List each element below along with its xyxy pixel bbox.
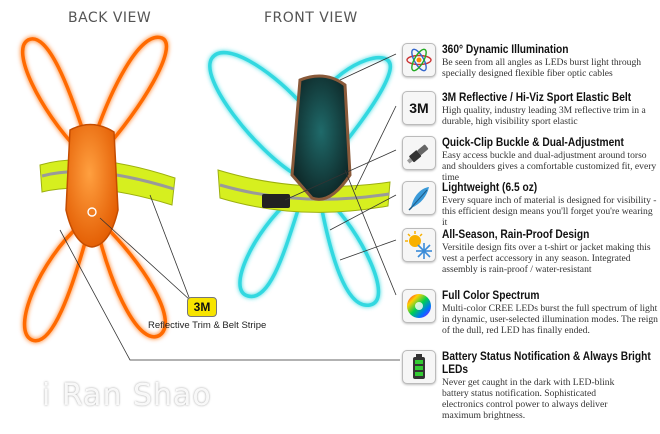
front-view-label: FRONT VIEW — [264, 10, 358, 26]
feature-desc: Versitile design fits over a t-shirt or … — [442, 242, 651, 275]
back-pod — [65, 123, 119, 248]
trim-caption: Reflective Trim & Belt Stripe — [148, 320, 267, 331]
feature-desc: Multi-color CREE LEDs burst the full spe… — [442, 303, 658, 336]
feature-title: 360° Dynamic Illumination — [442, 42, 569, 56]
feature-desc: Be seen from all angles as LEDs burst li… — [442, 57, 642, 79]
feature-title: All-Season, Rain-Proof Design — [442, 227, 590, 241]
watermark: i Ran Shao — [42, 378, 212, 413]
feather-icon — [402, 181, 436, 215]
callout-lines — [59, 53, 400, 361]
sun-snowflake-icon — [402, 228, 436, 262]
battery-icon — [402, 350, 436, 384]
feature-title: Battery Status Notification & Always Bri… — [442, 349, 651, 376]
color-wheel-icon — [402, 289, 436, 323]
back-fiber-loops — [21, 35, 169, 343]
vest-illustration — [21, 35, 400, 361]
feature-desc: Easy access buckle and dual-adjustment a… — [442, 150, 657, 183]
power-button-icon — [87, 207, 97, 217]
buckle-clip — [262, 194, 290, 208]
buckle-icon — [402, 136, 436, 170]
feature-title: Quick-Clip Buckle & Dual-Adjustment — [442, 135, 624, 149]
back-view-label: BACK VIEW — [68, 10, 152, 26]
feature-title: Lightweight (6.5 oz) — [442, 180, 538, 194]
feature-desc: High quality, industry leading 3M reflec… — [442, 105, 646, 127]
3m-logo-icon: 3M — [402, 91, 436, 125]
feature-desc: Never get caught in the dark with LED-bl… — [442, 377, 615, 421]
atom-icon — [402, 43, 436, 77]
front-pod — [290, 74, 352, 201]
feature-title: Full Color Spectrum — [442, 288, 540, 302]
3m-badge: 3M — [187, 297, 217, 317]
feature-desc: Every square inch of material is designe… — [442, 195, 657, 228]
feature-title: 3M Reflective / Hi-Viz Sport Elastic Bel… — [442, 90, 632, 104]
